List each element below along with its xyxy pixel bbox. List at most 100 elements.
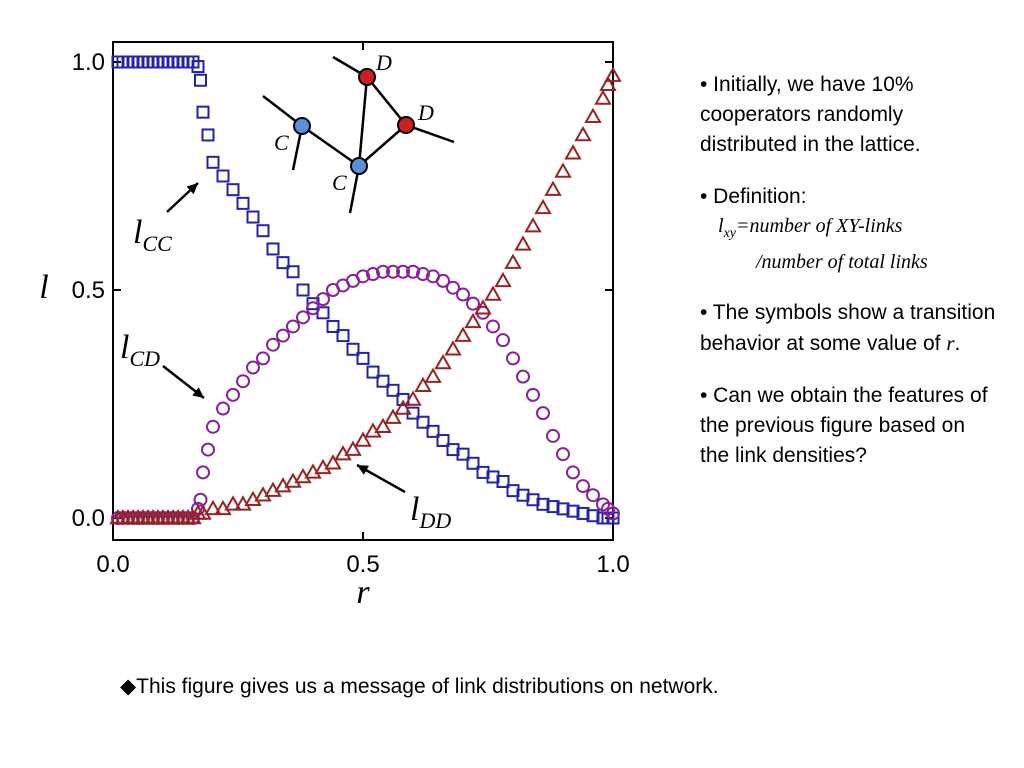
cc-point (376, 374, 390, 388)
series-label-sub: CC (142, 231, 172, 256)
series-label-sub: DD (418, 508, 451, 533)
dd-point (494, 271, 512, 288)
cd-point (193, 492, 208, 507)
cc-point (346, 342, 360, 356)
y-tick-label: 0.0 (72, 505, 105, 532)
series-label-cc: lCC (133, 214, 172, 256)
dd-point (374, 417, 392, 434)
cd-point (566, 465, 580, 480)
cd-point (226, 387, 240, 402)
cc-point (366, 365, 380, 379)
cc-point (276, 256, 290, 270)
cd-point (296, 310, 310, 325)
network-edge (301, 124, 360, 168)
bullet-question: • Can we obtain the features of the prev… (700, 384, 988, 467)
dd-point (354, 431, 372, 447)
bullet-transition: • The symbols show a transition behavior… (700, 298, 1000, 359)
network-node-c (293, 117, 311, 135)
cd-point (556, 447, 570, 462)
cd-point (466, 296, 480, 311)
dd-point (599, 75, 617, 92)
cc-point (201, 128, 215, 142)
footer-message: ◆This figure gives us a message of link … (120, 675, 719, 698)
cd-point (586, 488, 600, 503)
network-edge (358, 124, 407, 167)
definition-numerator: =number of XY-links (736, 215, 903, 237)
dd-point (324, 454, 342, 470)
dd-point (574, 125, 592, 142)
dd-point (204, 499, 222, 516)
cd-point (406, 264, 420, 279)
cc-point (236, 196, 250, 210)
x-axis-label: r (356, 574, 370, 611)
cc-point (456, 447, 470, 461)
dd-point (444, 340, 462, 356)
cc-point (436, 433, 450, 447)
dd-point (524, 217, 542, 233)
dd-point (344, 440, 362, 456)
cd-point (506, 351, 520, 366)
dd-point (404, 390, 422, 406)
cc-point (386, 383, 400, 397)
cd-point (246, 360, 260, 375)
x-tick-label: 0.0 (96, 551, 129, 578)
dd-point (424, 367, 442, 383)
dd-point (224, 495, 242, 511)
dd-point (584, 107, 602, 123)
network-node-label: D (417, 100, 434, 125)
transition-text: • The symbols show a transition behavior… (700, 301, 996, 355)
arrow-head-cc (186, 183, 198, 195)
x-tick-label: 0.5 (346, 551, 379, 578)
cd-point (201, 442, 215, 457)
cd-point (496, 333, 510, 348)
cd-point (546, 428, 560, 443)
cd-point (446, 280, 460, 295)
cd-point (396, 264, 410, 279)
dd-point (514, 235, 532, 251)
dd-point (534, 198, 552, 215)
dd-point (544, 180, 562, 196)
dd-point (394, 399, 412, 415)
bullet-definition: • Definition: lxy=number of XY-links /nu… (700, 182, 1000, 276)
series-label-dd: lDD (410, 491, 451, 533)
cc-point (206, 155, 220, 169)
cd-point (316, 292, 330, 307)
dd-point (434, 353, 452, 370)
cd-point (606, 506, 620, 521)
cd-point (456, 287, 470, 302)
bullet-initial-condition: • Initially, we have 10% cooperators ran… (700, 73, 921, 156)
network-node-c (350, 157, 368, 175)
dd-point (384, 408, 402, 424)
definition-subscript: xy (723, 226, 736, 241)
cd-point (386, 264, 400, 279)
network-node-label: D (375, 50, 392, 75)
cc-point (226, 183, 240, 197)
series-label-main: l (133, 214, 142, 251)
definition-formula: lxy=number of XY-links (700, 212, 1000, 248)
cd-point (526, 387, 540, 402)
dd-point (604, 66, 622, 82)
dd-point (594, 89, 612, 105)
cd-point (416, 267, 430, 282)
dd-point (484, 285, 502, 301)
cc-point (426, 424, 440, 438)
cc-point (496, 475, 510, 489)
cc-point (466, 456, 480, 470)
cc-point (286, 265, 300, 279)
cd-point (436, 273, 450, 288)
definition-heading: • Definition: (700, 185, 807, 208)
cd-point (576, 479, 590, 494)
definition-symbol: l (718, 215, 724, 237)
y-tick-label: 1.0 (72, 49, 105, 76)
x-tick-label: 1.0 (596, 551, 629, 578)
series-label-main: l (410, 491, 419, 528)
bullet-list: • Initially, we have 10% cooperators ran… (700, 70, 1000, 493)
dd-point (564, 144, 582, 160)
definition-denominator: /number of total links (756, 251, 928, 273)
cc-point (336, 329, 350, 343)
cd-point (206, 419, 220, 434)
cd-point (256, 351, 270, 366)
cc-point (416, 415, 430, 429)
transition-variable: r (946, 331, 955, 355)
